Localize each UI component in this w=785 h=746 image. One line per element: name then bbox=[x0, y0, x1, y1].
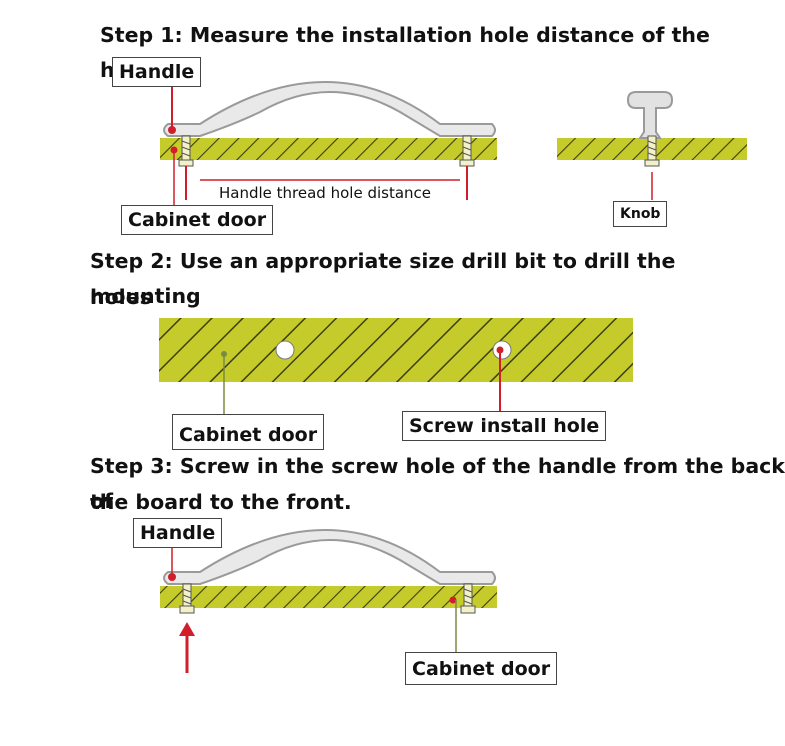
step2-cabinet-board bbox=[159, 318, 633, 382]
step2-heading-line2: holes bbox=[90, 285, 152, 309]
step3-screw-left bbox=[179, 583, 195, 614]
step1-knob-assembly bbox=[557, 91, 747, 200]
step1-cabinet-door-label: Cabinet door bbox=[121, 205, 274, 235]
step1-handle-shape bbox=[163, 81, 496, 137]
screw-install-hole-label: Screw install hole bbox=[402, 411, 607, 441]
step3-cabinet-board bbox=[160, 586, 497, 608]
step3-handle-shape bbox=[163, 529, 496, 585]
step3-door-marker bbox=[449, 596, 457, 604]
arrow-up-icon bbox=[179, 622, 195, 636]
step2-cabinet-door-label: Cabinet door bbox=[172, 414, 325, 450]
step1-handle-assembly bbox=[160, 81, 497, 207]
knob-shape bbox=[626, 91, 674, 139]
step2-board-assembly bbox=[159, 318, 633, 414]
step1-handle-label: Handle bbox=[112, 57, 202, 87]
step3-handle-label: Handle bbox=[133, 518, 223, 548]
step3-screw-right bbox=[460, 583, 476, 614]
step3-heading-line2: the board to the front. bbox=[90, 490, 352, 514]
step3-handle-assembly bbox=[160, 529, 497, 673]
step3-heading-line1: Step 3: Screw in the screw hole of the h… bbox=[90, 454, 785, 513]
step2-heading-line1: Step 2: Use an appropriate size drill bi… bbox=[90, 249, 676, 308]
drill-hole-left bbox=[275, 340, 295, 360]
thread-distance-label: Handle thread hole distance bbox=[219, 184, 432, 202]
step3-cabinet-door-label: Cabinet door bbox=[405, 652, 558, 685]
step1-cabinet-board bbox=[160, 138, 497, 160]
knob-label: Knob bbox=[613, 201, 668, 227]
